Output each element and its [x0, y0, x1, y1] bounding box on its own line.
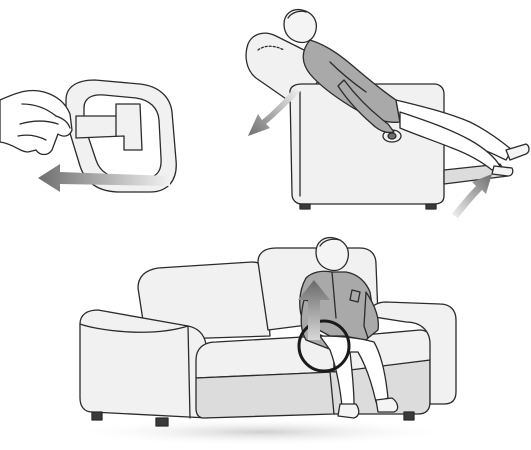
- floor-shadow: [72, 418, 452, 446]
- sofa-front-view: [72, 238, 456, 446]
- hand-icon: [0, 90, 72, 154]
- recliner-side-view: [246, 10, 529, 218]
- pull-handle-detail: [0, 80, 176, 192]
